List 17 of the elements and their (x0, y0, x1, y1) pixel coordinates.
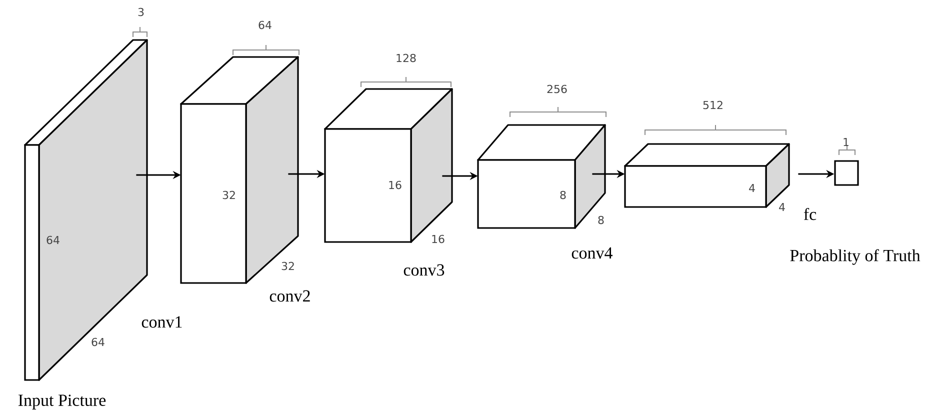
dimension-label: 32 (222, 190, 235, 200)
dimension-label: 16 (432, 234, 444, 244)
dimension-label: 1 (844, 138, 848, 146)
layer-name: conv4 (572, 247, 613, 259)
dimension-label: 4 (779, 203, 785, 212)
layer-name: Probablity of Truth (790, 249, 920, 265)
layer-name: conv1 (142, 316, 182, 328)
layer-name: conv2 (270, 290, 310, 302)
dimension-label: 64 (258, 20, 272, 30)
layer-name: Input Picture (18, 394, 106, 410)
dimension-label: 3 (138, 8, 144, 16)
dimension-label: 256 (547, 84, 567, 94)
layer-name: conv3 (404, 264, 444, 276)
layer-name: fc (804, 208, 816, 220)
dimension-label: 8 (598, 216, 604, 224)
dimension-label: 512 (703, 100, 722, 110)
dimension-label: 128 (396, 54, 416, 62)
